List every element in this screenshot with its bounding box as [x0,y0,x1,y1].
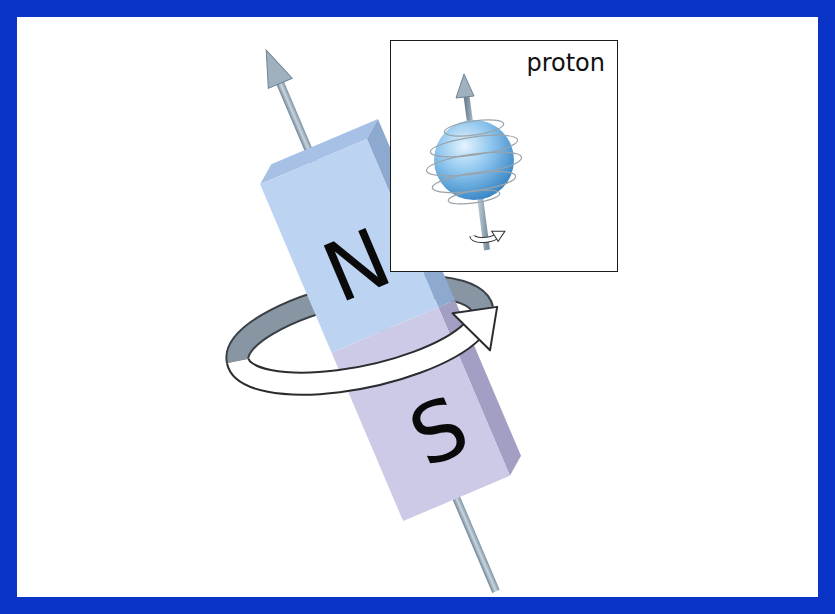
band-arrowhead [453,304,506,356]
white-panel [17,17,818,597]
axis-arrowhead [254,45,292,88]
proton-axis-arrowhead [456,74,474,98]
spin-lines [425,117,523,207]
proton-rotation-arrow [472,229,506,244]
node-label: proton [526,49,605,77]
pole-letter: S [399,384,479,480]
rotation-band-front [237,304,505,402]
pole-letter: N [313,216,402,315]
inset-ground [391,41,617,271]
proton-figure [425,74,523,250]
inset-box: proton [390,40,618,272]
